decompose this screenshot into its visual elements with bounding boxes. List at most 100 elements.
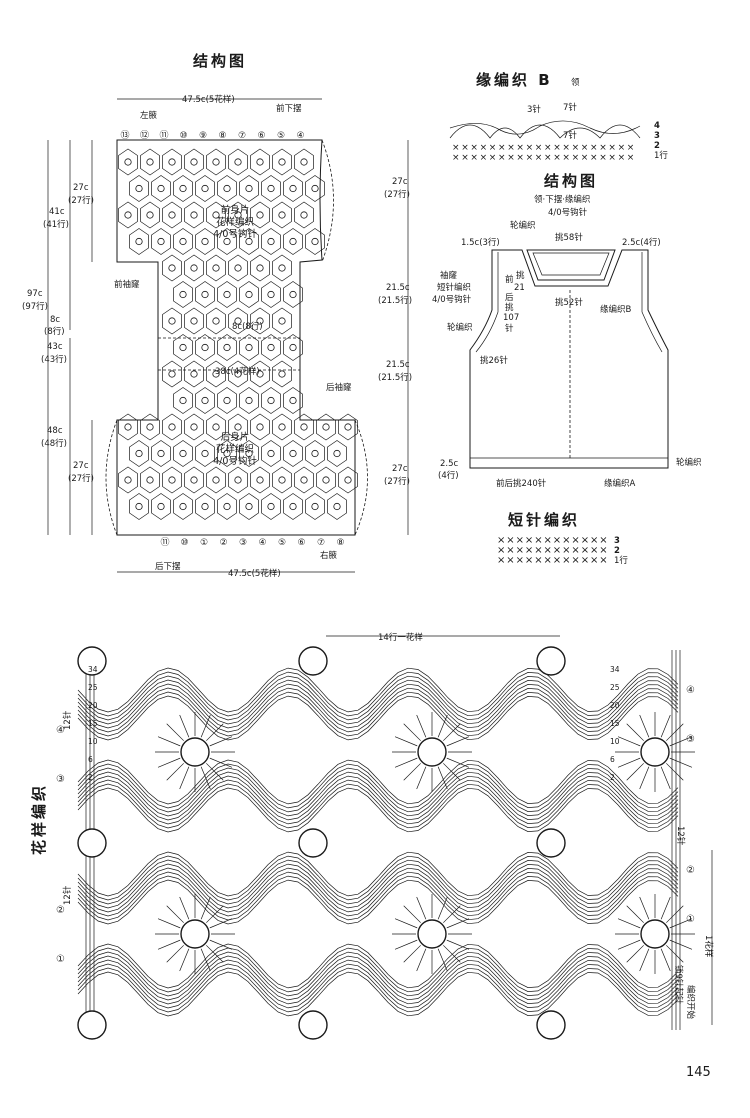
front-hem-label: 前下摆 <box>276 103 302 114</box>
svg-text:锁9针起针: 锁9针起针 <box>673 965 684 1005</box>
hexagon-cell <box>261 228 281 255</box>
cell-ring <box>179 502 187 511</box>
pattern-wave-line <box>77 687 679 733</box>
svg-text:2.5c: 2.5c <box>440 459 459 469</box>
hexagon-cell <box>118 201 138 229</box>
cell-ring <box>333 449 341 458</box>
svg-text:21.5c: 21.5c <box>386 360 410 370</box>
pattern-wave-line <box>77 667 679 713</box>
cell-ring <box>201 449 209 458</box>
pattern-spoke <box>666 723 684 741</box>
cell-ring <box>311 502 319 511</box>
svg-text:3: 3 <box>614 536 620 546</box>
right-row-marker: ① <box>686 914 695 925</box>
hexagon-cell <box>272 307 292 335</box>
edging-b-title: 缘编织 B <box>476 71 553 89</box>
pattern-wave-line <box>77 787 679 833</box>
hexagon-cell <box>184 307 204 335</box>
hexagon-cell <box>162 307 182 335</box>
cell-ring <box>223 502 231 511</box>
cell-ring <box>311 237 319 246</box>
cell-ring <box>234 370 242 378</box>
pattern-spoke <box>626 905 644 923</box>
hexagon-cell <box>206 413 226 441</box>
hexagon-cell <box>239 493 259 520</box>
pattern-spoke <box>179 896 190 920</box>
edging-b-sub: 领 <box>571 77 580 88</box>
cell-ring <box>289 343 297 352</box>
top-row-number: ⑪ <box>159 130 168 141</box>
pattern-spoke <box>394 736 418 747</box>
hexagon-cell <box>195 493 215 520</box>
pattern-ring <box>536 646 566 676</box>
svg-text:前身片: 前身片 <box>221 204 250 216</box>
svg-text:27c: 27c <box>73 183 89 193</box>
hexagon-cell <box>239 387 259 414</box>
row-number: 15 <box>610 719 620 728</box>
cell-ring <box>201 237 209 246</box>
hexagon-cell <box>217 334 237 361</box>
svg-text:4/0号钩针: 4/0号钩针 <box>548 207 588 218</box>
hexagon-cell <box>162 254 182 282</box>
pattern-spoke <box>639 714 650 738</box>
chain-x: × <box>572 153 580 163</box>
bottom-row-number: ① <box>200 538 208 548</box>
pattern-ring <box>417 919 447 949</box>
cell-ring <box>201 343 209 352</box>
row-number: 34 <box>88 665 98 674</box>
short-stitch-x: × <box>553 545 561 556</box>
hexagon-cell <box>195 175 215 202</box>
cell-ring <box>179 449 187 458</box>
short-stitch-x: × <box>599 535 607 546</box>
cell-ring <box>135 237 143 246</box>
cell-ring <box>146 158 154 166</box>
top-width-label: 47.5c(5花样) <box>182 94 235 105</box>
hexagon-cell <box>140 466 160 494</box>
pattern-repeat-label: 14行一花样 <box>378 632 423 643</box>
hexagon-cell <box>195 334 215 361</box>
svg-text:97c: 97c <box>27 289 43 299</box>
chain-x: × <box>553 143 561 153</box>
cell-ring <box>190 158 198 166</box>
pattern-spoke <box>446 939 470 950</box>
chain-x: × <box>480 153 488 163</box>
pattern-ring <box>77 828 107 858</box>
hexagon-cell <box>140 201 160 229</box>
chain-x: × <box>599 143 607 153</box>
short-stitch-chart: ×××××××××××××××××××××××××××××××××××× <box>497 535 608 566</box>
chain-x: × <box>581 153 589 163</box>
hexagon-cell <box>272 413 292 441</box>
pattern-wave-line <box>77 943 679 989</box>
hexagon-cell <box>250 307 270 335</box>
cell-ring <box>267 502 275 511</box>
pattern-spoke <box>617 939 641 950</box>
bottom-row-number: ⑥ <box>297 538 305 548</box>
cell-ring <box>190 423 198 431</box>
cell-ring <box>234 317 242 325</box>
pattern-wave-line <box>77 967 679 1013</box>
cell-ring <box>278 317 286 325</box>
svg-text:8c: 8c <box>50 315 60 325</box>
cell-ring <box>267 290 275 299</box>
svg-text:后: 后 <box>505 292 514 303</box>
sleeve-label: 袖窿 短针编织 4/0号钩针 <box>432 270 472 305</box>
cell-ring <box>157 502 165 511</box>
pattern-spoke <box>639 766 650 790</box>
pattern-spoke <box>443 763 461 781</box>
hexagon-cell <box>206 307 226 335</box>
row-number: 2 <box>610 773 615 782</box>
svg-text:前后挑240针: 前后挑240针 <box>496 478 547 489</box>
chain-x: × <box>461 143 469 153</box>
pattern-spoke <box>639 896 650 920</box>
cell-ring <box>146 211 154 219</box>
hexagon-cell <box>294 201 314 229</box>
cell-ring <box>300 158 308 166</box>
svg-text:(4行): (4行) <box>438 470 459 481</box>
cell-ring <box>179 237 187 246</box>
cell-ring <box>278 423 286 431</box>
pattern-ring <box>180 737 210 767</box>
row-number: 10 <box>88 737 98 746</box>
cell-ring <box>333 502 341 511</box>
hexagon-cell <box>294 466 314 494</box>
pattern-spoke <box>209 918 233 929</box>
